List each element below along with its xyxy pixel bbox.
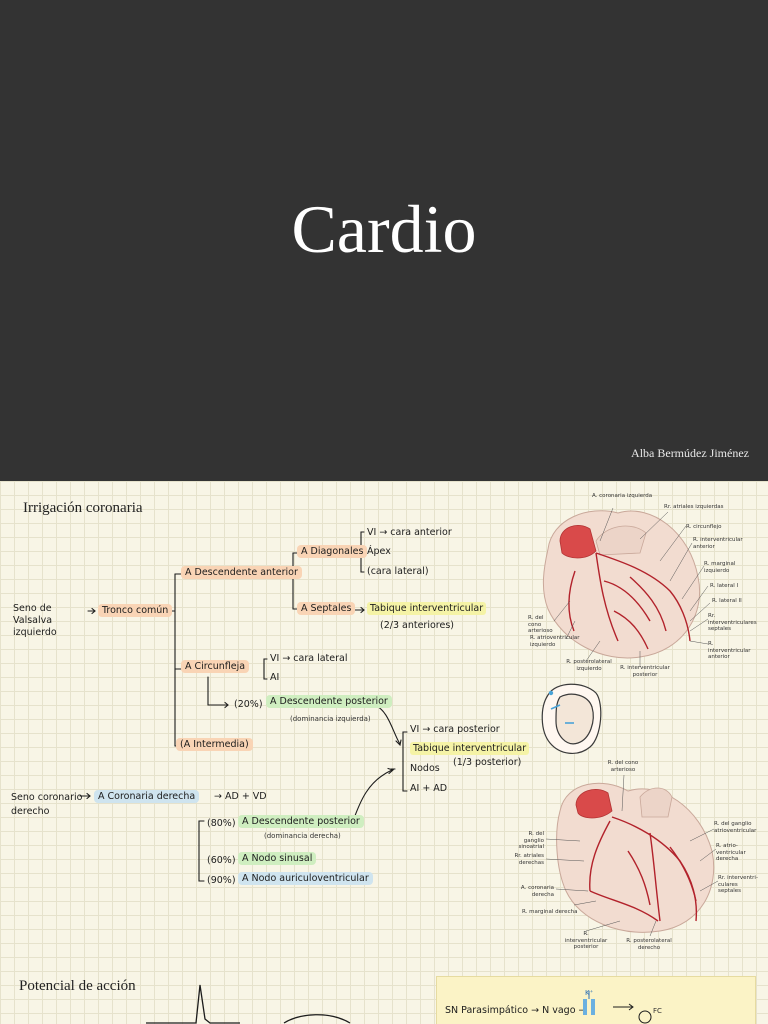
lbl-marginal-izq: R. marginal izquierdo (704, 561, 736, 574)
lbl-interventricular-ant: R. interventricular anterior (693, 537, 743, 550)
tronco-comun: Tronco común (98, 604, 173, 617)
septales: A Septales (297, 602, 356, 615)
heart-bottom (556, 782, 715, 933)
lbl-septales-bottom: Rr. interventri-culares septales (718, 875, 758, 894)
diag-item-2: Ápex (367, 546, 391, 557)
lbl-marginal-der: R. marginal derecha (522, 909, 578, 915)
mid-item-1: VI → cara posterior (410, 724, 500, 735)
mid-item-2: Tabique interventricular (410, 742, 530, 755)
section-title-potencial: Potencial de acción (19, 978, 136, 994)
circunfleja: A Circunfleja (181, 660, 250, 673)
mid-item-3: Nodos (410, 763, 440, 774)
pct-80: (80%) → (207, 818, 247, 829)
circ-item-1: VI → cara lateral (270, 653, 348, 664)
section-title-irrigacion: Irrigación coronaria (23, 500, 143, 516)
lbl-septales-top: Rr. interventriculares septales (708, 613, 757, 632)
diagonales: A Diagonales (297, 545, 368, 558)
pct-90: (90%) → (207, 875, 247, 886)
lbl-atrioventricular-izq: R. atrioventricular izquierdo (530, 635, 580, 648)
root-seno-valsalva: Seno de Valsalva izquierdo (13, 603, 57, 638)
action-potential-sketch (146, 984, 351, 1024)
coronaria-derecha: A Coronaria derecha (94, 790, 200, 803)
lbl-coronaria-der: A. coronaria derecha (520, 885, 554, 898)
a-intermedia: (A Intermedia) (176, 738, 253, 751)
desc-anterior: A Descendente anterior (181, 566, 302, 579)
dominancia-izquierda: (dominancia izquierda) (290, 715, 371, 723)
lbl-atriales-der: Rr. atriales derechas (514, 853, 544, 866)
cover-title: Cardio (291, 191, 477, 267)
panel-sketch (583, 991, 652, 1024)
lbl-cono-arterioso-top: R. del cono arterioso (528, 615, 553, 634)
notes-page: Irrigación coronaria (0, 481, 768, 1024)
desc-posterior-der: A Descendente posterior (238, 815, 364, 828)
lbl-atriales-izq: Rr. atriales izquierdas (664, 504, 724, 510)
dominancia-derecha: (dominancia derecha) (264, 832, 341, 840)
diag-item-1: VI → cara anterior (367, 527, 452, 538)
nodo-av: A Nodo auriculoventricular (238, 872, 373, 885)
cover-slide: Cardio Alba Bermúdez Jiménez (0, 0, 768, 481)
heart-section (541, 683, 602, 754)
lbl-atrioventricular-der: R. atrio-ventricular derecha (716, 843, 746, 862)
pct-60: (60%) → (207, 855, 247, 866)
circ-item-2: AI (270, 672, 280, 683)
lbl-circunflejo: R. circunflejo (686, 524, 722, 530)
lbl-posterolateral-izq: R. posterolateral izquierdo (566, 659, 612, 672)
lbl-interventricular-ant-2: R. interventricular anterior (708, 641, 751, 660)
diag-item-3: (cara lateral) (367, 566, 429, 577)
lbl-posterolateral-der: R. posterolateral derecho (626, 938, 672, 951)
lbl-lateral-1: R. lateral I (710, 583, 739, 589)
mid-note: (1/3 posterior) (453, 757, 522, 768)
tabique-anterior: Tabique interventricular (367, 602, 487, 615)
pct-20: (20%) → (234, 699, 274, 710)
panel-text: SN Parasimpático → N vago → (445, 1005, 587, 1016)
tabique-anterior-note: (2/3 anteriores) (380, 620, 454, 631)
heart-top (542, 510, 701, 659)
lbl-interventricular-post-top: R. interventricular posterior (620, 665, 670, 678)
lbl-cono-arterioso-bottom: R. del cono arterioso (607, 760, 639, 773)
parasympathetic-panel: SN Parasimpático → N vago → K⁺ FC (436, 976, 756, 1024)
panel-fc: FC (653, 1007, 662, 1015)
lbl-ganglio-av: R. del ganglio atrioventricular (714, 821, 757, 834)
lbl-ganglio-sinoatrial: R. del ganglio sinoatrial (518, 831, 544, 850)
nodo-sinusal: A Nodo sinusal (238, 852, 317, 865)
lbl-lateral-2: R. lateral II (712, 598, 742, 604)
heart-illustrations (541, 507, 719, 937)
cover-author: Alba Bermúdez Jiménez (631, 446, 749, 460)
root-seno-coronario: Seno coronario derecho (11, 792, 83, 817)
lbl-interventricular-post-bottom: R. interventricular posterior (564, 931, 608, 950)
ad-vd: → AD + VD (214, 791, 267, 802)
mid-item-4: AI + AD (410, 783, 448, 794)
lbl-coronaria-izq: A. coronaria izquierda (592, 493, 653, 499)
desc-posterior-izq: A Descendente posterior (266, 695, 392, 708)
